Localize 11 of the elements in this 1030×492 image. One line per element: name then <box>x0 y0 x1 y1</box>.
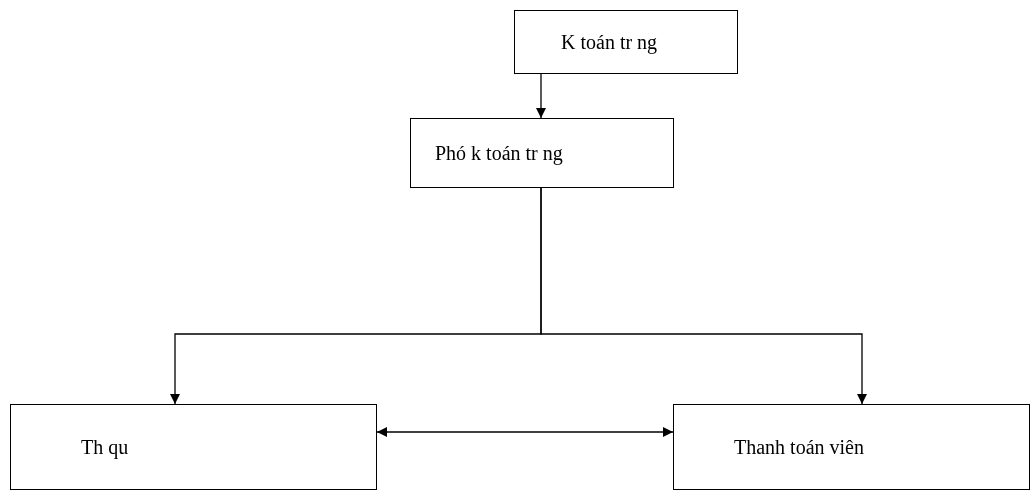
arrow <box>376 427 674 437</box>
arrow <box>540 187 867 405</box>
role-label: Phó k toán tr ng <box>435 141 563 165</box>
role-box <box>673 404 1030 490</box>
arrow <box>536 73 546 119</box>
role-label: Th qu <box>81 435 129 459</box>
role-box <box>410 118 674 188</box>
role-label: K toán tr ng <box>561 30 658 54</box>
role-label: Thanh toán viên <box>734 435 864 459</box>
role-box <box>10 404 377 490</box>
role-box <box>514 10 738 74</box>
